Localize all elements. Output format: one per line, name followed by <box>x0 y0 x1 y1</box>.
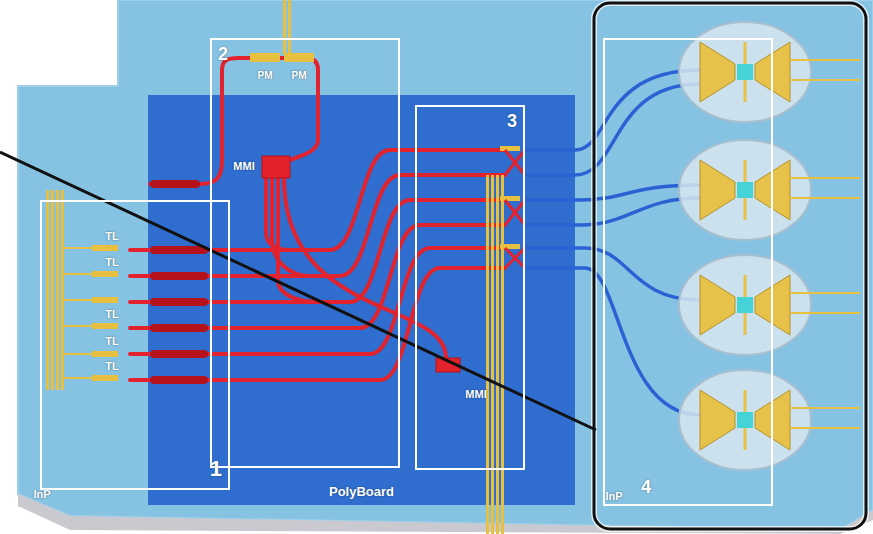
mmi-label: MMI <box>233 160 254 172</box>
region-number: 1 <box>210 456 222 482</box>
region-number: 2 <box>218 44 228 65</box>
pm-label: PM <box>258 70 273 81</box>
region-number: 4 <box>641 477 651 498</box>
region-box: 4 <box>603 38 773 506</box>
region-box: 2 <box>210 38 400 468</box>
polyboard-region: PolyBoard 3 <box>148 95 575 505</box>
material-label: InP <box>605 490 622 502</box>
mmi-label: MMI <box>465 388 486 400</box>
tl-label: TL <box>105 230 118 242</box>
tl-label: TL <box>105 308 118 320</box>
region-number: 3 <box>507 111 517 132</box>
tl-label: TL <box>105 256 118 268</box>
region-box: 3 <box>415 105 525 470</box>
tl-label: TL <box>105 360 118 372</box>
region-box: 1 <box>40 200 230 490</box>
pm-label: PM <box>292 70 307 81</box>
region-number: PolyBoard <box>329 484 394 499</box>
material-label: InP <box>33 488 50 500</box>
tl-label: TL <box>105 335 118 347</box>
